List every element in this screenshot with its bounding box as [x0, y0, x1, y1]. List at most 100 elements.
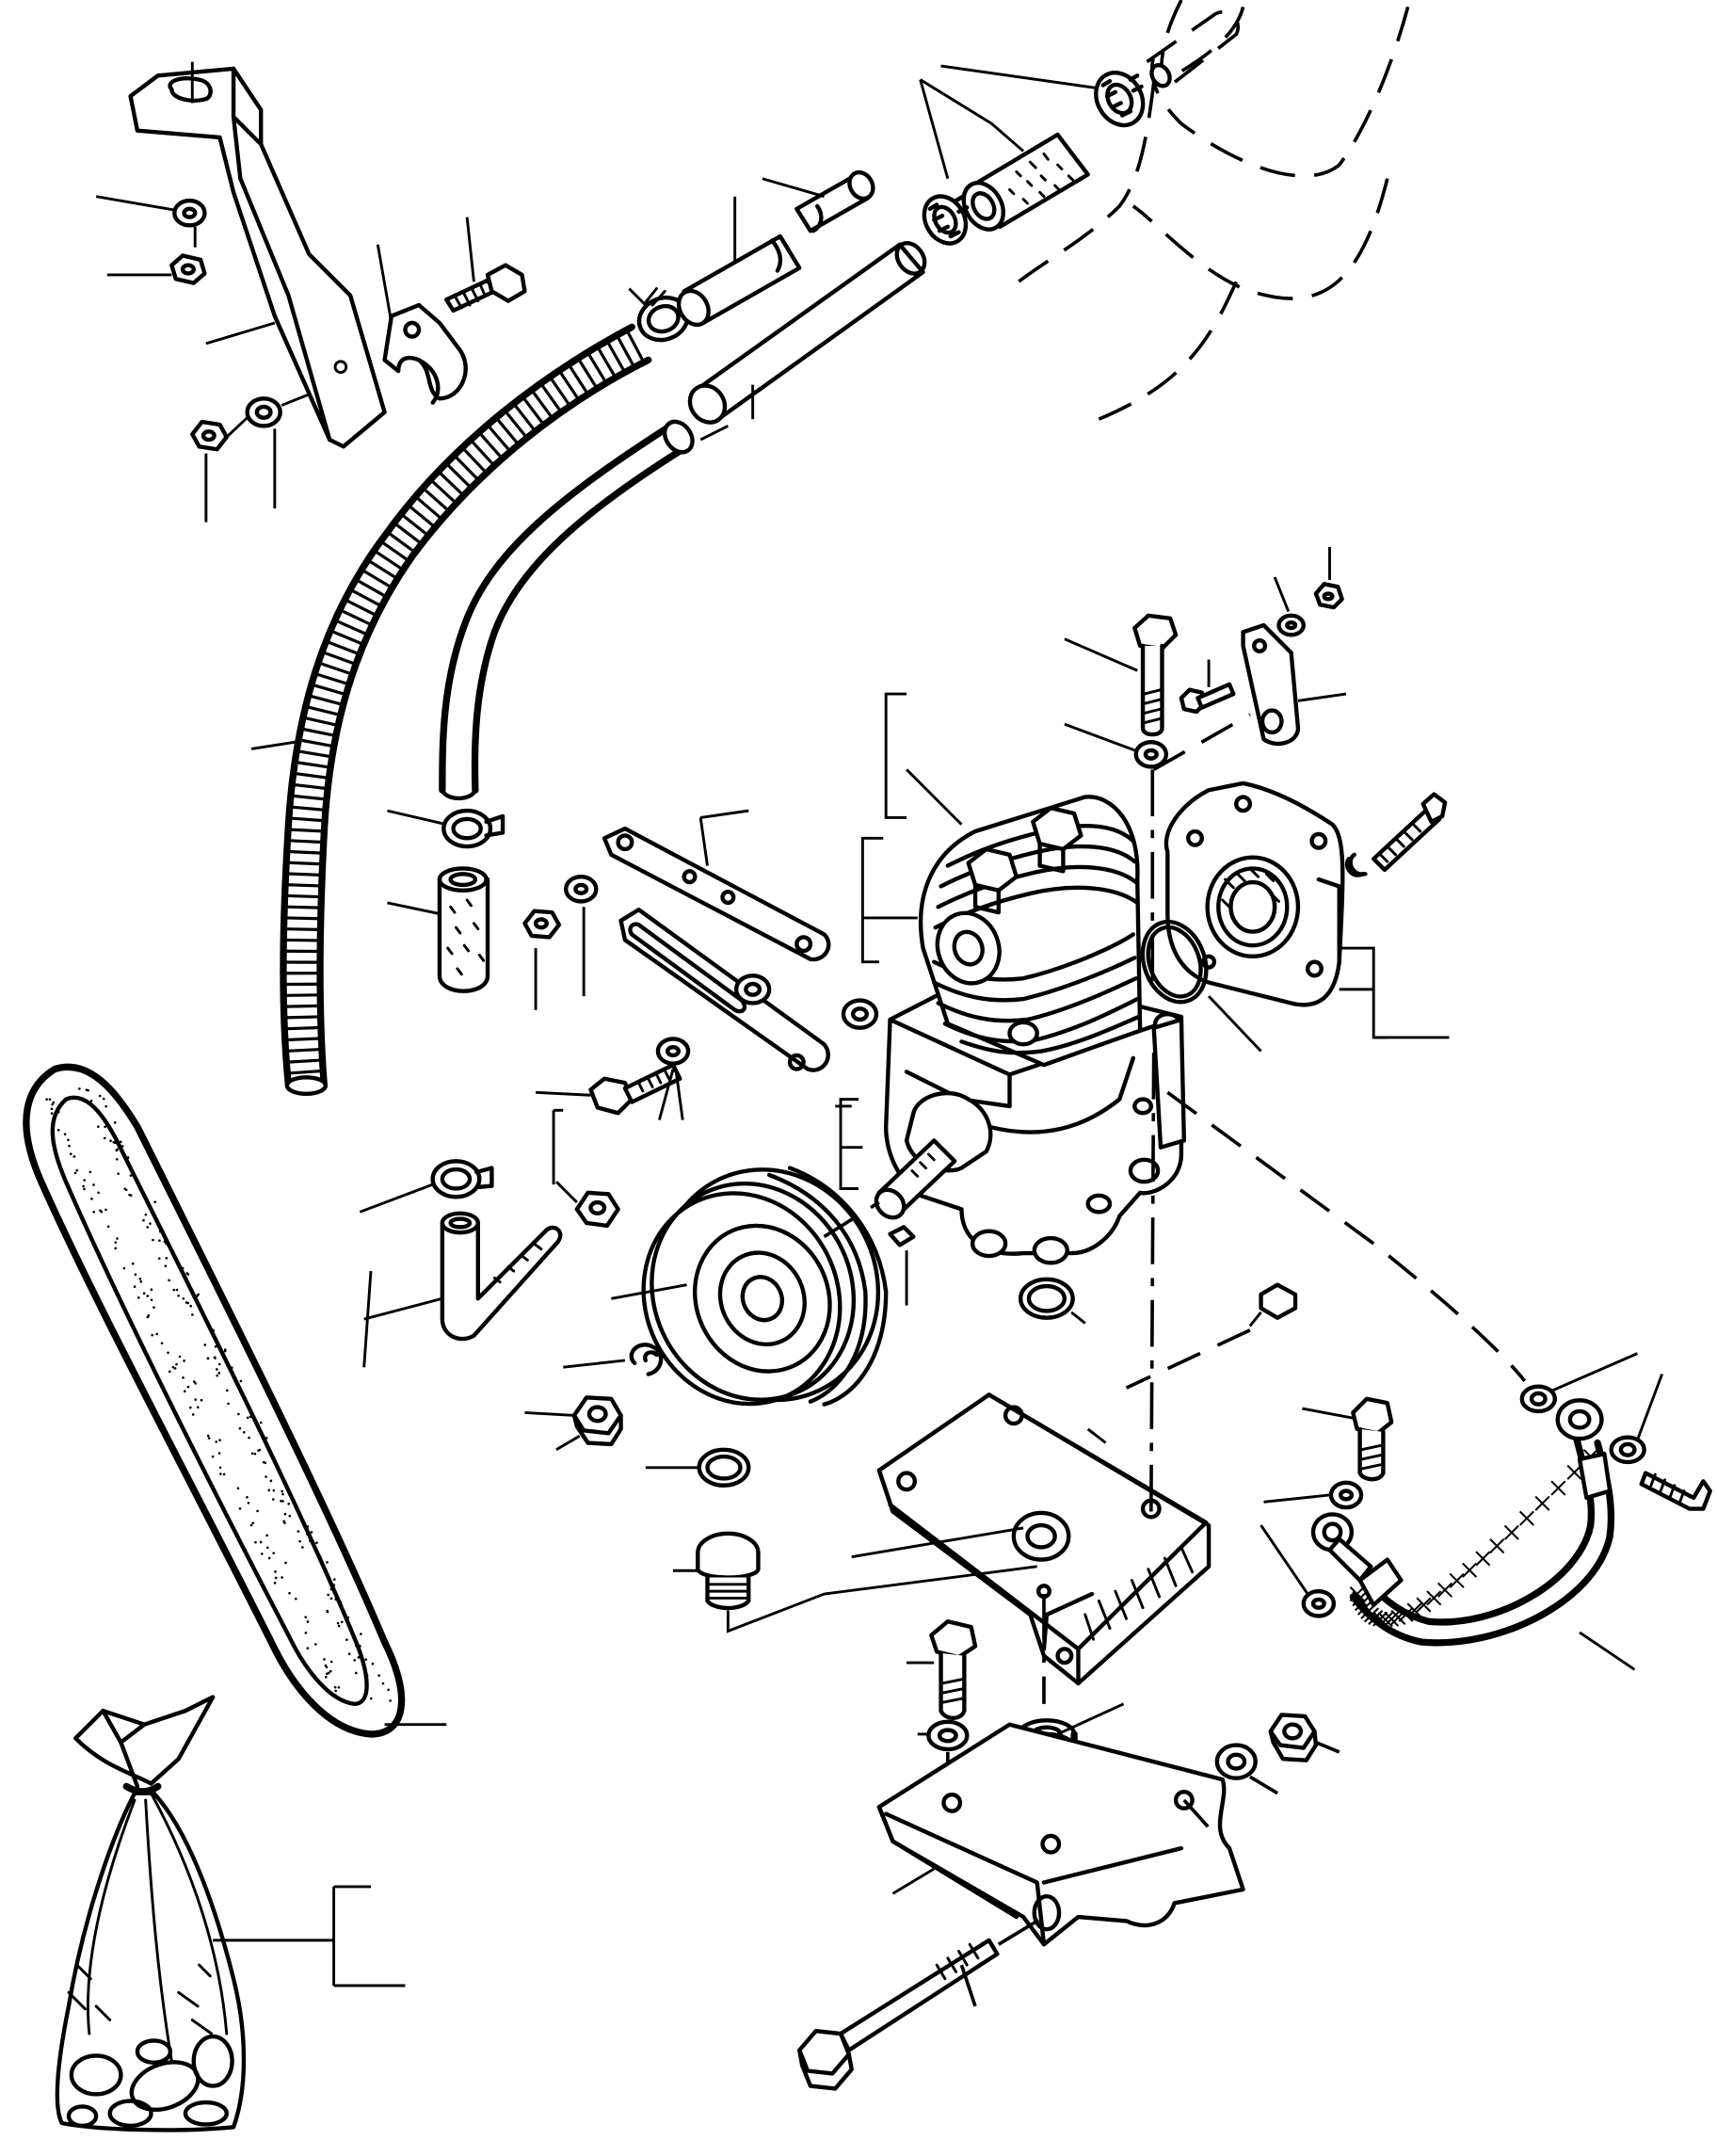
belt-speck [239, 1379, 243, 1383]
hose-rib [461, 447, 488, 474]
hose-rib [454, 455, 480, 481]
belt-speck [97, 1191, 100, 1195]
belt-speck [246, 1495, 249, 1499]
belt-speck [129, 1194, 133, 1198]
belt-speck [150, 1298, 153, 1301]
woodruff-key [888, 1225, 916, 1306]
o-ring-lower [1018, 1277, 1086, 1325]
hose-rib [558, 370, 580, 400]
belt-speck [75, 1168, 79, 1172]
belt-speck [247, 1502, 250, 1504]
belt-speck [369, 1697, 373, 1700]
belt-speck [87, 1088, 89, 1092]
banjo-bolt-set [1260, 1396, 1394, 1618]
hose-rib [445, 462, 472, 489]
sealing-washer [841, 998, 879, 1030]
belt-speck [265, 1546, 269, 1550]
banjo-pipe [1166, 1090, 1712, 1671]
hose-rib [288, 861, 322, 866]
belt-speck [310, 1531, 313, 1534]
belt-speck [88, 1170, 92, 1174]
braid-mark [1377, 1612, 1393, 1628]
belt-speck [269, 1479, 273, 1483]
belt-speck [54, 1115, 56, 1118]
long-bolt [797, 1915, 1045, 2091]
belt-speck [327, 1593, 329, 1597]
belt-speck [212, 1329, 216, 1332]
belt-speck [246, 1416, 249, 1420]
cover-bracket-set [1152, 546, 1347, 771]
washer-nut-lower-right [1214, 1713, 1340, 1795]
belt-speck [68, 1144, 71, 1148]
belt-speck [359, 1645, 361, 1648]
drain-plug [673, 1531, 826, 1633]
belt-speck [238, 1426, 242, 1430]
belt-speck [90, 1198, 93, 1200]
braid-mark [1475, 1551, 1491, 1567]
belt-speck [325, 1572, 329, 1576]
belt-speck [122, 1266, 126, 1270]
belt-speck [172, 1288, 176, 1292]
belt-speck [48, 1098, 52, 1101]
drive-belt [23, 1063, 447, 1738]
belt-speck [112, 1133, 116, 1135]
belt-speck [360, 1633, 362, 1635]
braid-mark [1489, 1538, 1505, 1554]
belt-speck [98, 1094, 102, 1098]
belt-speck [152, 1306, 155, 1309]
belt-speck [294, 1597, 297, 1601]
belt-speck [306, 1525, 310, 1528]
washer-nut-set-upper [95, 195, 310, 523]
belt-speck [355, 1644, 358, 1648]
hose-rib [289, 828, 323, 833]
belt-speck [345, 1638, 348, 1641]
belt-speck [272, 1488, 276, 1492]
belt-speck [123, 1187, 127, 1191]
hose-rib [374, 550, 404, 571]
belt-speck [371, 1662, 375, 1665]
belt-speck [346, 1616, 350, 1619]
elbow-pipe [362, 1211, 563, 1368]
belt-speck [281, 1576, 283, 1579]
braid-mark [1356, 1600, 1372, 1616]
curved-hose [439, 419, 730, 801]
hose-rib [286, 893, 320, 899]
belt-speck [329, 1597, 333, 1601]
belt-speck [178, 1355, 182, 1359]
belt-speck [215, 1368, 218, 1371]
belt-speck [267, 1556, 271, 1560]
belt-speck [306, 1620, 310, 1623]
threaded-ring [940, 64, 1146, 128]
tube-end-dashed [1146, 10, 1240, 88]
rigid-pipe [687, 240, 927, 425]
belt-speck [89, 1099, 93, 1102]
rubber-sleeve [387, 866, 490, 993]
belt-speck [129, 1174, 133, 1177]
braid-mark [1416, 1597, 1432, 1613]
belt-speck [282, 1520, 285, 1523]
belt-speck [287, 1502, 291, 1505]
hose-rib [307, 705, 341, 716]
belt-speck [51, 1102, 54, 1106]
belt-speck [120, 1140, 122, 1144]
hose-clip-middle [387, 808, 505, 849]
belt-speck [334, 1598, 337, 1601]
mounting-plate [824, 1044, 1212, 1704]
belt-speck [336, 1621, 340, 1625]
hose-rib [302, 727, 336, 737]
belt-speck [218, 1466, 222, 1470]
belt-speck [151, 1333, 154, 1337]
hose-rib [319, 662, 352, 676]
belt-speck [155, 1332, 158, 1336]
belt-speck [284, 1561, 287, 1565]
spring-washer [563, 1343, 664, 1376]
pipe-clamp [376, 217, 527, 405]
hose-rib [408, 505, 436, 528]
hose-rib [336, 619, 368, 636]
braid-mark [1352, 1591, 1368, 1607]
hose-rib [577, 358, 598, 389]
belt-speck [173, 1367, 177, 1370]
belt-speck [222, 1472, 226, 1476]
belt-speck [142, 1218, 145, 1222]
belt-speck [139, 1279, 143, 1283]
